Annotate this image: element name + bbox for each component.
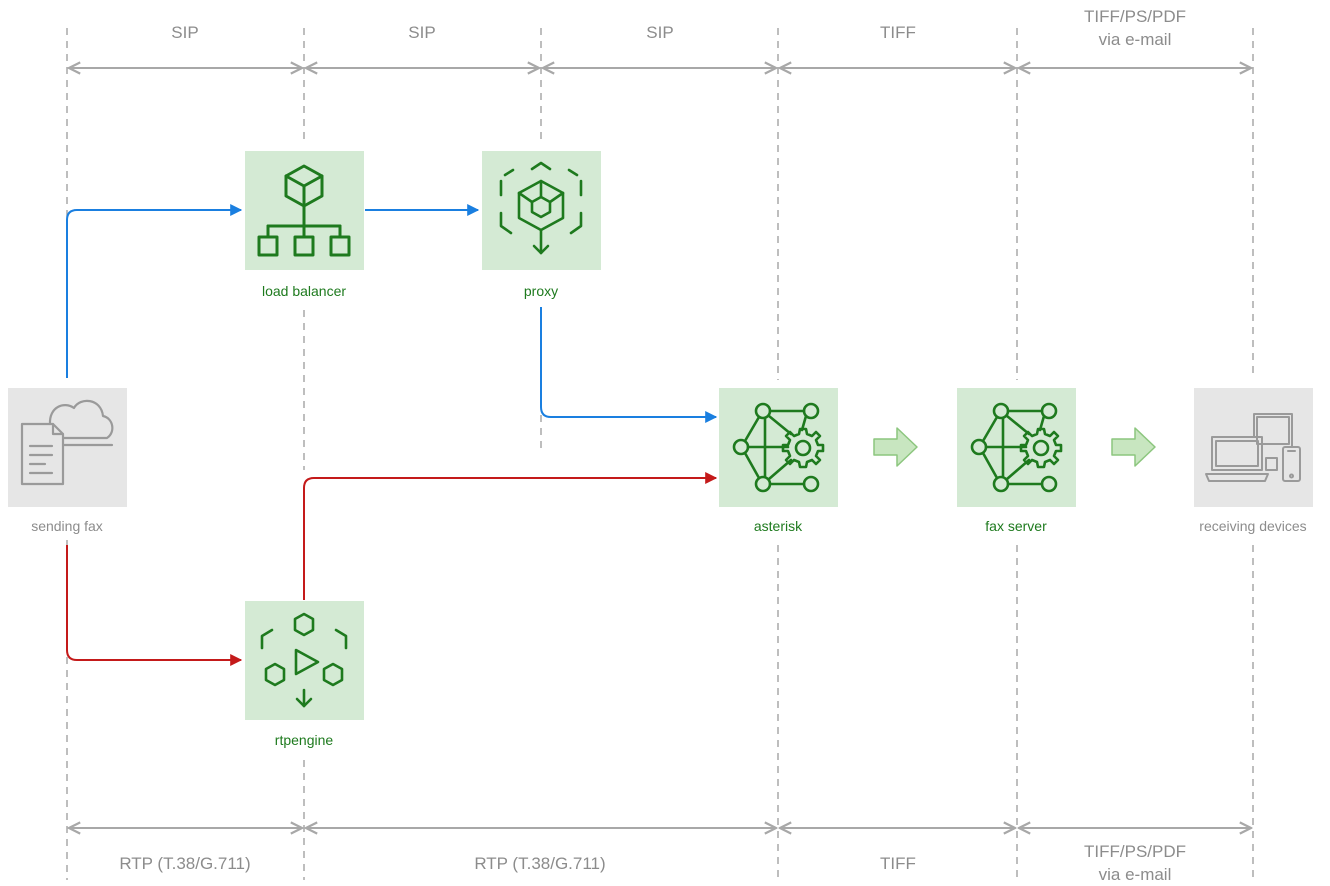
protocol-label-bottom-3: TIFF (880, 854, 916, 873)
proxy-label: proxy (524, 283, 558, 299)
fax-document-cloud-icon (20, 399, 114, 486)
sip-flow (66, 204, 718, 423)
proxy-icon (499, 161, 583, 255)
sending-fax-box (8, 388, 127, 507)
node-load-balancer[interactable]: load balancer (245, 151, 364, 299)
protocol-label-bottom-4a: TIFF/PS/PDF (1084, 842, 1186, 861)
sending-fax-label: sending fax (31, 518, 103, 534)
node-sending-fax[interactable]: sending fax (8, 388, 127, 534)
devices-icon (1205, 413, 1301, 482)
protocol-label-top-1: SIP (171, 23, 198, 42)
rtpengine-icon (260, 612, 348, 708)
protocol-label-top-2: SIP (408, 23, 435, 42)
node-asterisk[interactable]: asterisk (719, 388, 838, 534)
protocol-label-top-5b: via e-mail (1099, 30, 1172, 49)
protocol-label-top-4: TIFF (880, 23, 916, 42)
node-rtpengine[interactable]: rtpengine (245, 601, 364, 748)
top-protocol-labels: SIP SIP SIP TIFF TIFF/PS/PDF via e-mail (171, 7, 1186, 49)
node-fax-server[interactable]: fax server (957, 388, 1076, 534)
rtp-connector-fax-to-rtpengine (66, 545, 243, 666)
sip-connector-fax-to-lb (66, 204, 243, 378)
protocol-label-bottom-2: RTP (T.38/G.711) (474, 854, 605, 873)
protocol-label-top-3: SIP (646, 23, 673, 42)
rtp-flow (66, 472, 718, 666)
load-balancer-icon (257, 164, 351, 257)
protocol-label-bottom-1: RTP (T.38/G.711) (119, 854, 250, 873)
fax-server-label: fax server (985, 518, 1047, 534)
bottom-protocol-labels: RTP (T.38/G.711) RTP (T.38/G.711) TIFF T… (119, 842, 1186, 884)
load-balancer-label: load balancer (262, 283, 346, 299)
sip-connector-proxy-to-asterisk (540, 307, 718, 423)
protocol-label-bottom-4b: via e-mail (1099, 865, 1172, 884)
fax-server-network-gear-icon (970, 402, 1063, 493)
asterisk-network-gear-icon (732, 402, 825, 493)
rtpengine-label: rtpengine (275, 732, 334, 748)
transfer-arrow-fax-to-devices (1111, 427, 1156, 467)
receiving-devices-label: receiving devices (1199, 518, 1306, 534)
protocol-label-top-5a: TIFF/PS/PDF (1084, 7, 1186, 26)
transfer-arrow-asterisk-to-fax (873, 427, 918, 467)
node-receiving-devices[interactable]: receiving devices (1194, 388, 1313, 534)
rtp-connector-rtpengine-to-asterisk (303, 472, 718, 600)
asterisk-label: asterisk (754, 518, 803, 534)
node-proxy[interactable]: proxy (482, 151, 601, 299)
